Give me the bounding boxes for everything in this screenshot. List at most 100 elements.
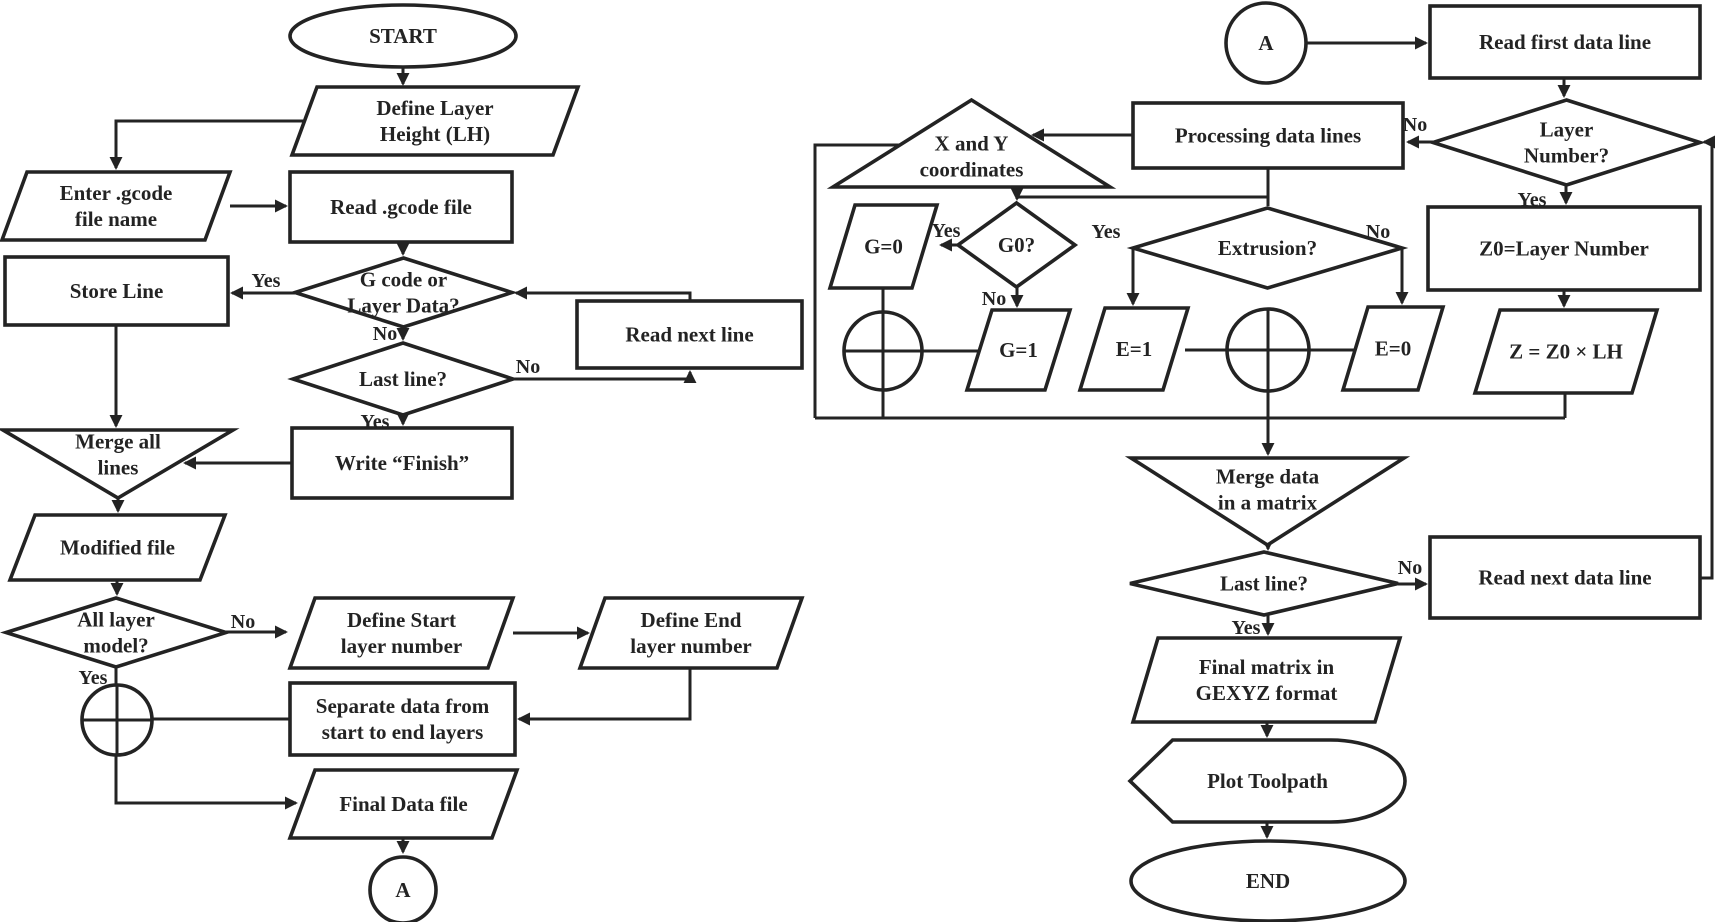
write-finish-label: Write “Finish” [335,451,469,475]
read-gcode-file: Read .gcode file [288,170,514,244]
read-gcode-file-label: Read .gcode file [330,195,472,219]
plot-toolpath-label: Plot Toolpath [1207,769,1328,793]
z-formula: Z = Z0 × LH [1472,308,1660,395]
processing-data-lines: Processing data lines [1131,101,1405,170]
g0-question-label: G0? [998,233,1035,257]
read-next-line-label: Read next line [625,323,753,347]
e-equals-1-label: E=1 [1116,337,1152,361]
e-equals-1: E=1 [1077,306,1191,392]
edge-lastline-no-readnext [513,370,697,384]
z0-layer-number-label: Z0=Layer Number [1479,237,1649,261]
extrusion-question: Extrusion? [1126,206,1409,290]
read-first-data-line: Read first data line [1428,4,1702,80]
g-equals-1: G=1 [964,308,1073,392]
label-no-lastline2: No [1398,557,1422,579]
connector-a-left: A [368,855,438,922]
edge-defineend-to-separate [517,668,692,726]
modified-file: Modified file [7,513,228,582]
store-line-label: Store Line [70,279,164,303]
start-terminal: START [288,3,518,69]
end-terminal: END [1129,839,1407,922]
junction-1 [842,310,924,392]
label-yes-extrusion: Yes [1092,221,1121,243]
label-no-layernumber: No [1403,114,1427,136]
connector-a-right: A [1224,1,1308,85]
label-yes-layernumber: Yes [1518,189,1547,211]
extrusion-question-label: Extrusion? [1218,236,1317,260]
edge-define-lh-to-enter [109,119,303,170]
final-data-file-label: Final Data file [339,792,467,816]
z0-layer-number: Z0=Layer Number [1426,205,1702,292]
edge-readnext-to-gdiamond [514,286,692,301]
last-line-right: Last line? [1129,550,1399,617]
edges-layer [109,36,1716,854]
g-equals-0-label: G=0 [864,235,903,259]
g0-question: G0? [954,200,1079,290]
end-terminal-label: END [1246,869,1290,893]
label-yes-gcode: Yes [252,270,281,292]
e-equals-0-label: E=0 [1375,337,1411,361]
last-line-left: Last line? [287,341,519,417]
label-no-g0: No [982,288,1006,310]
start-terminal-label: START [369,24,437,48]
edge-drop-to-g0 [1010,187,1268,201]
edge-xy-left-drop [813,143,899,418]
label-no-extrusion: No [1366,221,1390,243]
read-next-data-line: Read next data line [1428,535,1702,620]
read-next-data-line-label: Read next data line [1478,566,1651,590]
processing-data-lines-label: Processing data lines [1175,124,1361,148]
read-first-data-line-label: Read first data line [1479,30,1651,54]
junction-2 [1225,307,1311,393]
label-no-gcode: No [373,323,397,345]
store-line: Store Line [3,255,230,327]
g-equals-1-label: G=1 [999,338,1038,362]
junction-left [80,683,154,757]
connector-a-right-label: A [1258,31,1274,55]
z-formula-label: Z = Z0 × LH [1509,340,1623,364]
label-no-alllayer: No [231,611,255,633]
edge-readnextdata-loop [1700,135,1716,580]
label-yes-lastline: Yes [361,411,390,433]
g-equals-0: G=0 [827,203,940,290]
modified-file-label: Modified file [60,536,175,560]
plot-toolpath: Plot Toolpath [1127,738,1407,824]
last-line-right-label: Last line? [1220,572,1308,596]
e-equals-0: E=0 [1340,305,1446,392]
final-data-file: Final Data file [287,768,520,840]
connector-a-left-label: A [395,878,411,902]
label-yes-g0: Yes [932,220,961,242]
read-next-line: Read next line [575,299,804,370]
label-no-lastline: No [516,356,540,378]
write-finish: Write “Finish” [290,426,514,500]
label-yes-lastline2: Yes [1232,617,1261,639]
label-yes-alllayer: Yes [79,667,108,689]
last-line-left-label: Last line? [359,367,447,391]
